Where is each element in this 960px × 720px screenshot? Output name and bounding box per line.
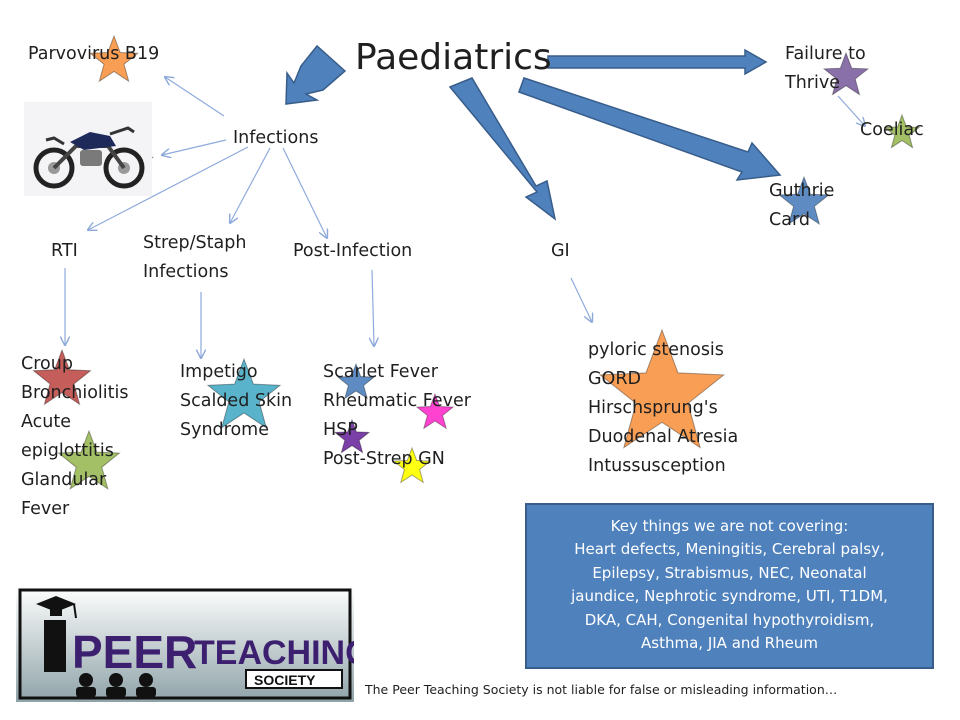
arrow-to-failure-to-thrive	[547, 48, 768, 76]
not-covering-line: DKA, CAH, Congenital hypothyroidism,	[584, 610, 875, 629]
list-item: Hirschsprung's	[588, 398, 718, 418]
list-item: Intussusception	[588, 456, 726, 476]
list-item: Scalded Skin	[180, 391, 293, 411]
star-blue	[336, 362, 376, 400]
list-rti: Croup Bronchiolitis Acute epiglottitis G…	[21, 350, 128, 524]
arrow-to-infections	[285, 44, 347, 105]
list-item: Fever	[21, 499, 70, 519]
list-item: Glandular	[21, 470, 107, 490]
disclaimer-text: The Peer Teaching Society is not liable …	[365, 682, 838, 697]
star-orange	[88, 34, 140, 83]
star-yellow	[392, 446, 432, 484]
node-failure-line: Thrive	[785, 73, 840, 93]
star-orange	[598, 328, 726, 449]
not-covering-line: Asthma, JIA and Rheum	[641, 634, 818, 653]
arrow-infections-to-parvovirus	[165, 77, 225, 117]
motorbike-image	[24, 102, 152, 196]
stars-layer	[32, 34, 921, 491]
star-green	[57, 429, 121, 491]
star-purple	[822, 51, 870, 96]
list-item: Croup	[21, 354, 73, 374]
node-post-infection: Post-Infection	[293, 241, 413, 261]
list-item: epiglottitis	[21, 441, 114, 461]
list-item: HSP	[323, 420, 358, 440]
list-item: Duodenal Atresia	[588, 427, 739, 447]
node-rti: RTI	[51, 241, 78, 261]
node-guthrie-line: Card	[769, 210, 810, 230]
star-blue	[777, 175, 831, 226]
node-gi: GI	[551, 241, 570, 261]
arrow-infections-to-strep	[230, 147, 271, 223]
list-post-infection: Scarlet Fever Rheumatic Fever HSP Post-S…	[323, 358, 471, 474]
list-item: Scarlet Fever	[323, 362, 438, 382]
list-item: GORD	[588, 369, 641, 389]
logo-word-teaching: TEACHING	[194, 634, 354, 672]
node-coeliac: Coeliac	[860, 120, 924, 140]
logo-word-society: SOCIETY	[254, 672, 316, 688]
list-gi: pyloric stenosis GORD Hirschsprung's Duo…	[588, 336, 738, 481]
star-green	[883, 113, 921, 149]
list-item: Bronchiolitis	[21, 383, 129, 403]
node-parvovirus: Parvovirus B19	[28, 44, 160, 64]
list-item: Syndrome	[180, 420, 269, 440]
arrow-infections-to-rti	[88, 146, 249, 230]
arrow-to-gi	[448, 77, 557, 221]
not-covering-box: Key things we are not covering: Heart de…	[525, 503, 934, 669]
not-covering-line: jaundice, Nephrotic syndrome, UTI, T1DM,	[571, 587, 888, 606]
thin-arrows	[65, 77, 865, 358]
star-violet	[333, 418, 371, 454]
star-teal	[206, 357, 282, 429]
page-title: Paediatrics	[355, 37, 552, 78]
logo-word-peer: PEER	[72, 626, 197, 678]
list-item: Post-Strep GN	[323, 449, 445, 469]
block-arrows	[285, 44, 782, 221]
star-red	[32, 348, 92, 406]
arrow-infections-to-image	[162, 139, 227, 155]
list-item: pyloric stenosis	[588, 340, 724, 360]
node-strep-line: Infections	[143, 262, 229, 282]
node-failure-to-thrive: Failure to Thrive	[785, 40, 866, 98]
node-guthrie: Guthrie Card	[769, 177, 834, 235]
arrow-post-to-list	[372, 269, 374, 346]
not-covering-heading: Key things we are not covering:	[610, 517, 849, 535]
node-strep-line: Strep/Staph	[143, 233, 247, 253]
list-strep-staph: Impetigo Scalded Skin Syndrome	[180, 358, 292, 445]
node-guthrie-line: Guthrie	[769, 181, 835, 201]
arrow-to-guthrie	[518, 77, 782, 181]
arrow-gi-to-list	[570, 277, 592, 322]
list-item: Rheumatic Fever	[323, 391, 471, 411]
node-infections: Infections	[233, 128, 319, 148]
node-failure-line: Failure to	[785, 44, 866, 64]
arrow-ftt-to-coeliac	[837, 95, 865, 126]
arrow-infections-to-post	[282, 147, 327, 238]
not-covering-line: Heart defects, Meningitis, Cerebral pals…	[574, 540, 885, 559]
node-strep-staph: Strep/Staph Infections	[143, 229, 246, 287]
star-magenta	[415, 392, 455, 430]
list-item: Acute	[21, 412, 72, 432]
list-item: Impetigo	[180, 362, 258, 382]
peer-teaching-society-logo: PEER TEACHING SOCIETY	[16, 586, 372, 702]
not-covering-line: Epilepsy, Strabismus, NEC, Neonatal	[592, 563, 867, 582]
